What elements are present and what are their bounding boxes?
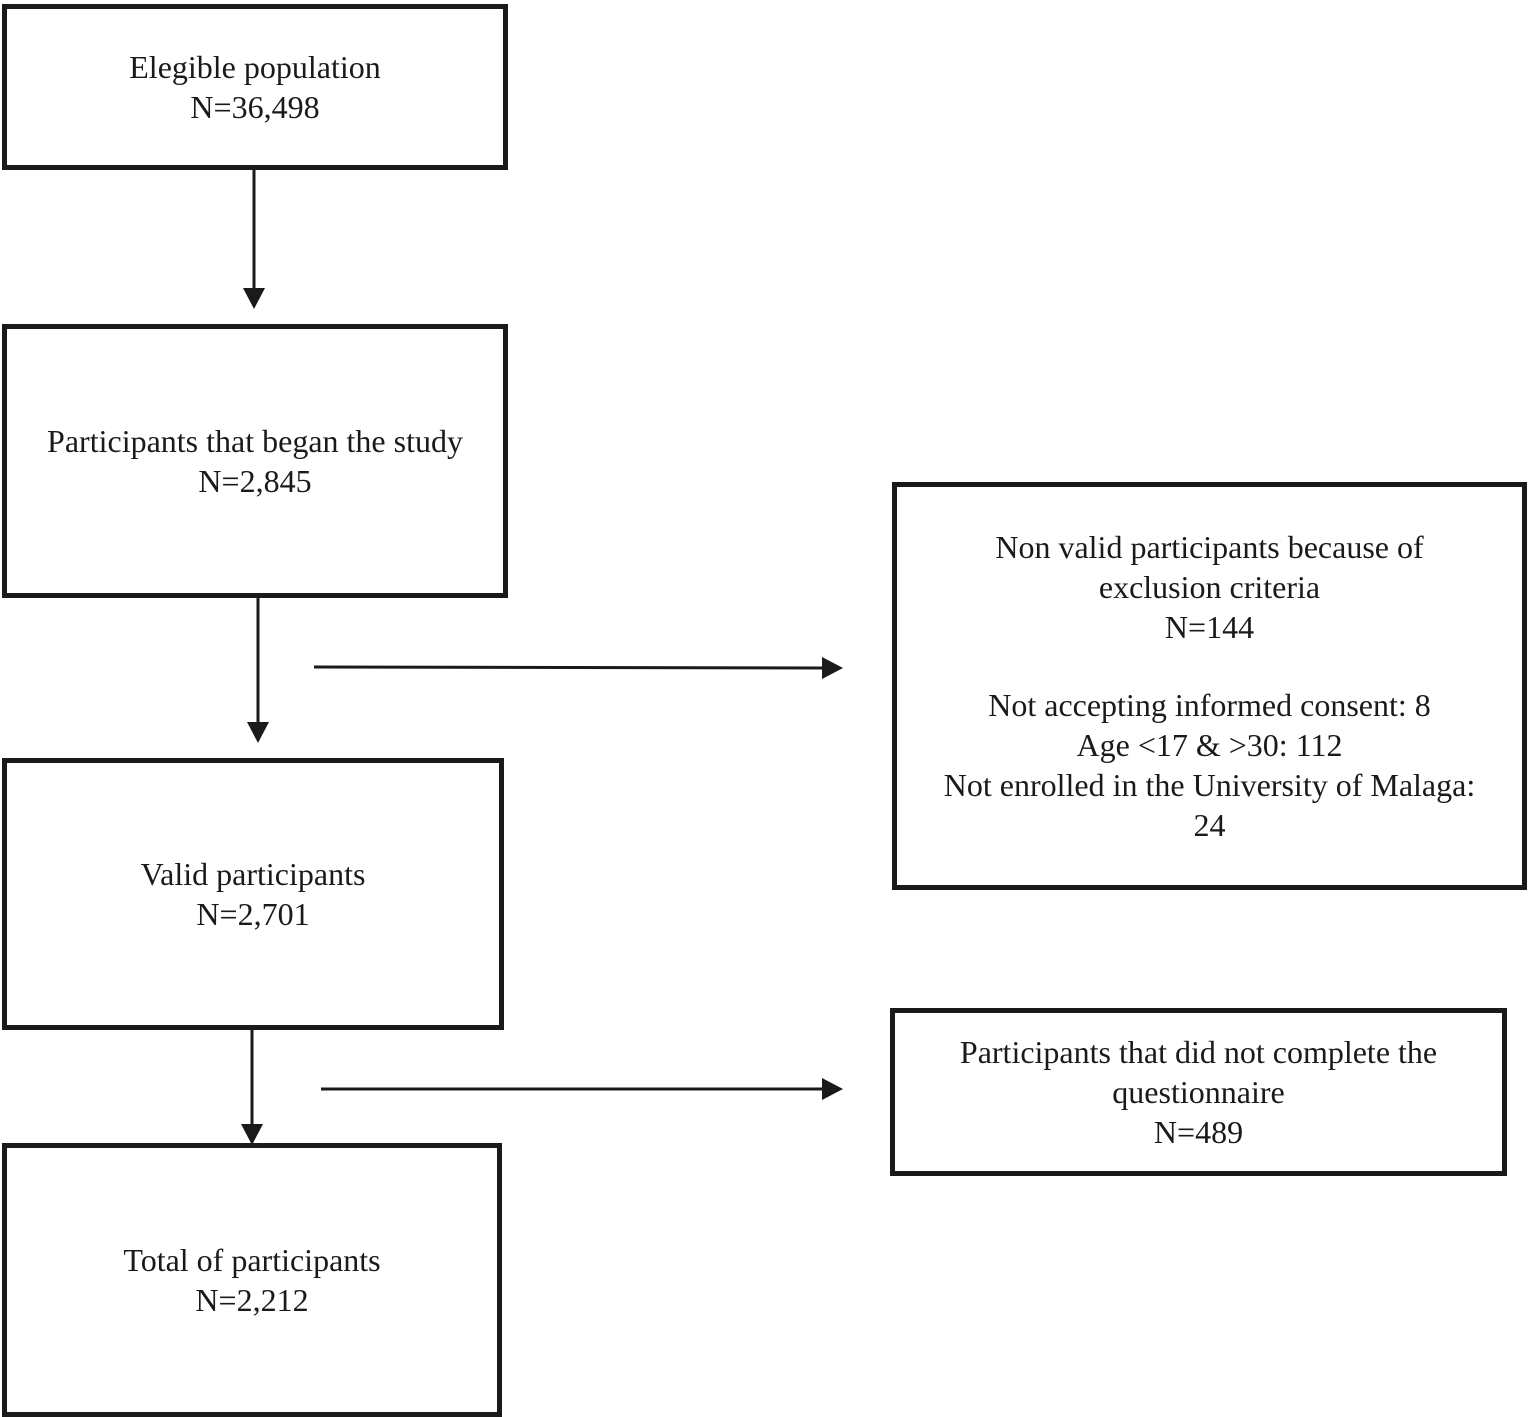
arrow-exclusion (313, 657, 843, 679)
nonvalid-detail-consent: Not accepting informed consent: 8 (988, 687, 1431, 723)
arrow-eligible-to-began (243, 170, 265, 309)
nonvalid-detail-enrollment: Not enrolled in the University of Malaga… (943, 767, 1476, 803)
valid-participants-box: Valid participants N=2,701 (2, 758, 504, 1030)
nonvalid-detail-enrollment-count: 24 (1193, 807, 1226, 843)
eligible-population-box: Elegible population N=36,498 (2, 4, 508, 170)
arrow-began-to-valid (247, 598, 269, 743)
incomplete-count: N=489 (1153, 1114, 1244, 1150)
began-study-box: Participants that began the study N=2,84… (2, 324, 508, 598)
arrow-valid-to-total (241, 1030, 263, 1145)
nonvalid-label-line1: Non valid participants because of (995, 529, 1424, 565)
began-label: Participants that began the study (47, 423, 463, 459)
eligible-label: Elegible population (129, 49, 381, 85)
total-count: N=2,212 (195, 1282, 309, 1318)
incomplete-questionnaire-box: Participants that did not complete the q… (890, 1008, 1507, 1176)
eligible-count: N=36,498 (190, 89, 320, 125)
incomplete-label-line1: Participants that did not complete the (959, 1034, 1438, 1070)
total-label: Total of participants (123, 1242, 381, 1278)
valid-count: N=2,701 (196, 896, 310, 932)
valid-label: Valid participants (140, 856, 366, 892)
incomplete-label-line2: questionnaire (1112, 1074, 1285, 1110)
non-valid-participants-box: Non valid participants because of exclus… (892, 482, 1527, 890)
arrow-incomplete (321, 1078, 843, 1100)
total-participants-box: Total of participants N=2,212 (2, 1143, 502, 1417)
nonvalid-detail-age: Age <17 & >30: 112 (1076, 727, 1343, 763)
nonvalid-label-line2: exclusion criteria (1098, 569, 1321, 605)
began-count: N=2,845 (198, 463, 312, 499)
nonvalid-count: N=144 (1164, 609, 1255, 645)
